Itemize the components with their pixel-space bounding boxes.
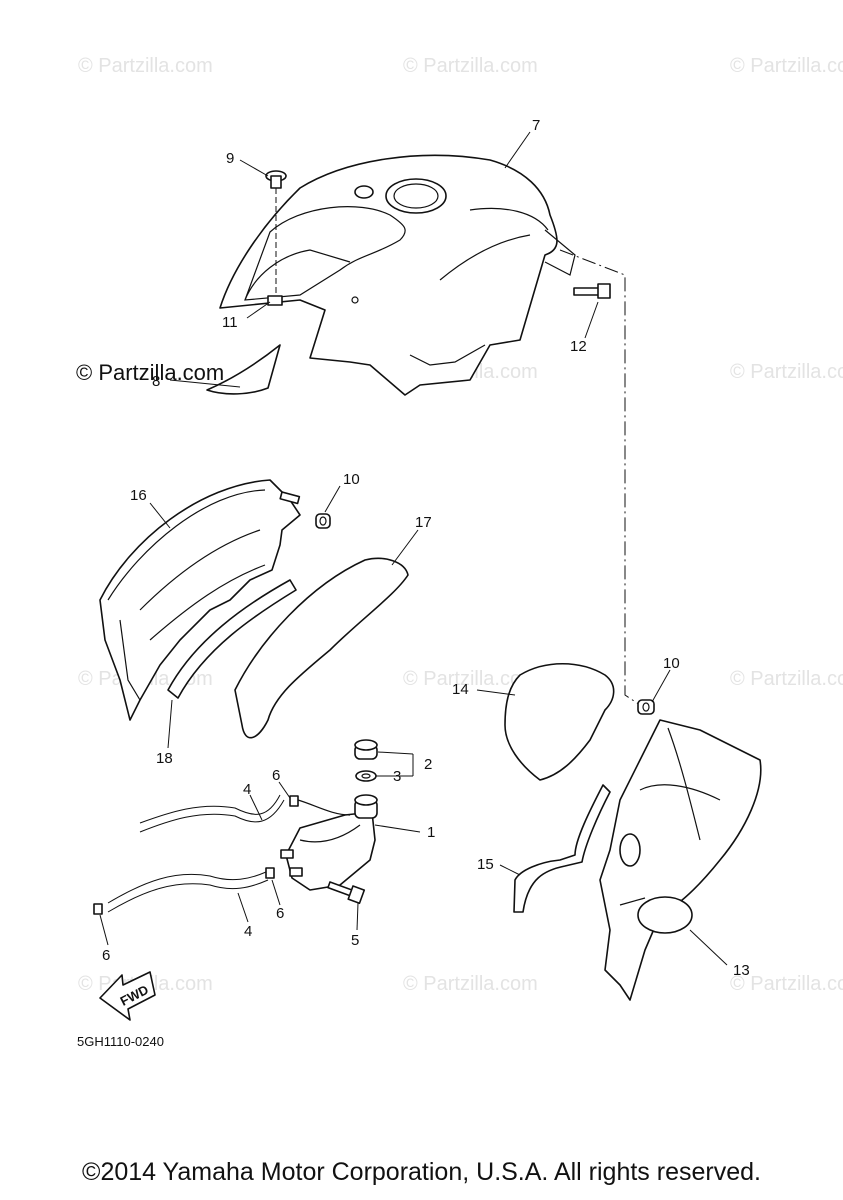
part-10-grommet-lower: [637, 699, 655, 715]
callout-7: 7: [532, 117, 540, 134]
watermark-text: © Partzilla.com: [78, 55, 213, 77]
callout-16: 16: [130, 487, 147, 504]
diagram-code: 5GH1110-0240: [77, 1034, 164, 1049]
callout-6-lower: 6: [102, 947, 110, 964]
callout-4-upper: 4: [243, 781, 251, 798]
watermark-text: © Partzilla.com: [403, 973, 538, 995]
brand-watermark: © Partzilla.com: [76, 360, 224, 385]
part-17-decal: [234, 557, 409, 739]
watermark-text: © Partzilla.com: [403, 55, 538, 77]
callout-11: 11: [222, 314, 238, 331]
callout-3: 3: [393, 768, 401, 785]
part-6-clamp: [93, 903, 103, 915]
callout-14: 14: [452, 681, 469, 698]
part-6-clamp: [289, 795, 299, 807]
part-12-bolt: [573, 283, 611, 299]
part-4-hose-lower: [107, 871, 269, 913]
part-10-grommet-upper: [315, 513, 331, 529]
part-14-decal: [504, 662, 615, 781]
callout-9: 9: [226, 150, 234, 167]
watermark-text: © Partzilla.com: [730, 973, 843, 995]
callout-6-upper: 6: [272, 767, 280, 784]
copyright-notice: ©2014 Yamaha Motor Corporation, U.S.A. A…: [82, 1158, 761, 1186]
part-4-hose-upper: [139, 794, 351, 833]
part-6-clamp: [265, 867, 275, 879]
part-18-strip: [167, 579, 297, 699]
leader-lines: [99, 131, 728, 966]
callout-12: 12: [570, 338, 587, 355]
callout-10-upper: 10: [343, 471, 360, 488]
part-3-washer: [355, 770, 377, 782]
part-15-strip: [513, 784, 611, 913]
part-9-screw: [265, 170, 287, 189]
part-5-bolt: [327, 881, 366, 905]
part-1-reservoir: [280, 794, 378, 891]
watermark-text: © Partzilla.com: [730, 361, 843, 383]
callout-4-lower: 4: [244, 923, 252, 940]
watermark-text: © Partzilla.com: [730, 55, 843, 77]
part-13-side-cover: [599, 719, 762, 1001]
callout-6-middle: 6: [276, 905, 284, 922]
watermark-text: © Partzilla.com: [403, 668, 538, 690]
part-7-tank-cover: [219, 154, 576, 396]
watermark-text: © Partzilla.com: [730, 668, 843, 690]
callout-18: 18: [156, 750, 173, 767]
part-11-nut: [267, 295, 283, 306]
callout-2: 2: [424, 756, 432, 773]
callout-5: 5: [351, 932, 359, 949]
callout-10-lower: 10: [663, 655, 680, 672]
callout-8: 8: [152, 373, 160, 390]
callout-1: 1: [427, 824, 435, 841]
callout-labels: 7 9 11 8 12 10 16 17 18 10 14 2 3 1 4 6 …: [102, 117, 750, 979]
part-16-side-cover: [99, 479, 301, 721]
callout-13: 13: [733, 962, 750, 979]
callout-17: 17: [415, 514, 432, 531]
part-8-emblem: [206, 344, 281, 395]
part-2-cap: [354, 739, 378, 760]
callout-15: 15: [477, 856, 494, 873]
